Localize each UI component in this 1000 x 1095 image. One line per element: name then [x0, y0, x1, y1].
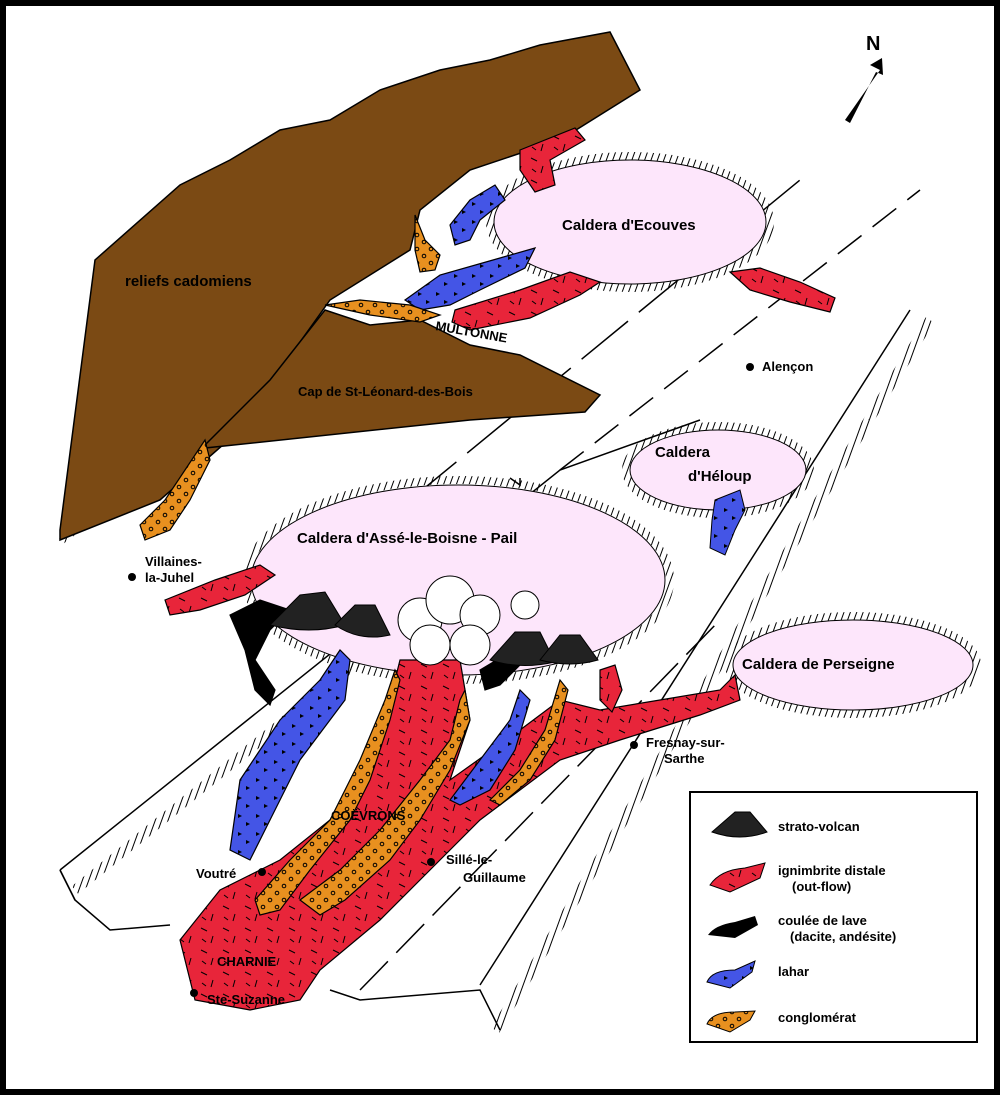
label-cap-st-leonard: Cap de St-Léonard-des-Bois [298, 384, 473, 399]
legend-lava: coulée de lave [778, 913, 867, 928]
label-heloup-1: Caldera [655, 444, 711, 461]
asse-flows [164, 564, 741, 1011]
label-caldera-ecouves: Caldera d'Ecouves [562, 217, 696, 234]
label-coevrons: COËVRONS [331, 808, 406, 823]
legend-lava-icon [708, 916, 758, 938]
caldera-ecouves [486, 152, 774, 292]
label-sille-1: Sillé-le- [446, 852, 492, 867]
label-fresnay-2: Sarthe [664, 751, 704, 766]
caldera-perseigne [725, 612, 981, 718]
strato-volcanoes [269, 591, 599, 667]
legend-conglomerat: conglomérat [778, 1010, 857, 1025]
legend-ignimbrite-icon [709, 862, 766, 893]
legend-strato-volcan-icon [711, 811, 768, 838]
label-caldera-perseigne: Caldera de Perseigne [742, 656, 895, 673]
label-heloup-2: d'Héloup [688, 468, 752, 485]
label-alencon: Alençon [762, 359, 813, 374]
legend-ignimbrite-sub: (out-flow) [792, 879, 851, 894]
label-villaines-2: la-Juhel [145, 570, 194, 585]
cap-st-leonard [204, 309, 602, 449]
heloup-lahar [709, 489, 746, 556]
legend-strato-volcan: strato-volcan [778, 819, 860, 834]
label-sille-2: Guillaume [463, 870, 526, 885]
legend: strato-volcan ignimbrite distale (out-fl… [689, 791, 978, 1043]
eruption-cloud [397, 575, 540, 666]
ecouves-flows [139, 127, 836, 541]
north-arrow-icon [845, 58, 883, 123]
legend-lava-sub: (dacite, andésite) [790, 929, 896, 944]
town-markers [128, 363, 754, 997]
label-ste-suzanne: Ste-Suzanne [207, 992, 285, 1007]
north-label: N [866, 33, 880, 55]
label-villaines-1: Villaines- [145, 554, 202, 569]
label-caldera-asse: Caldera d'Assé-le-Boisne - Pail [297, 530, 517, 547]
legend-lahar: lahar [778, 964, 809, 979]
label-reliefs-cadomiens: reliefs cadomiens [125, 273, 252, 290]
legend-ignimbrite: ignimbrite distale [778, 863, 886, 878]
legend-lahar-icon [706, 960, 756, 989]
legend-conglomerat-icon [706, 1010, 756, 1033]
label-charnie: CHARNIE [217, 954, 277, 969]
label-fresnay-1: Fresnay-sur- [646, 735, 725, 750]
label-voutre: Voutré [196, 866, 236, 881]
